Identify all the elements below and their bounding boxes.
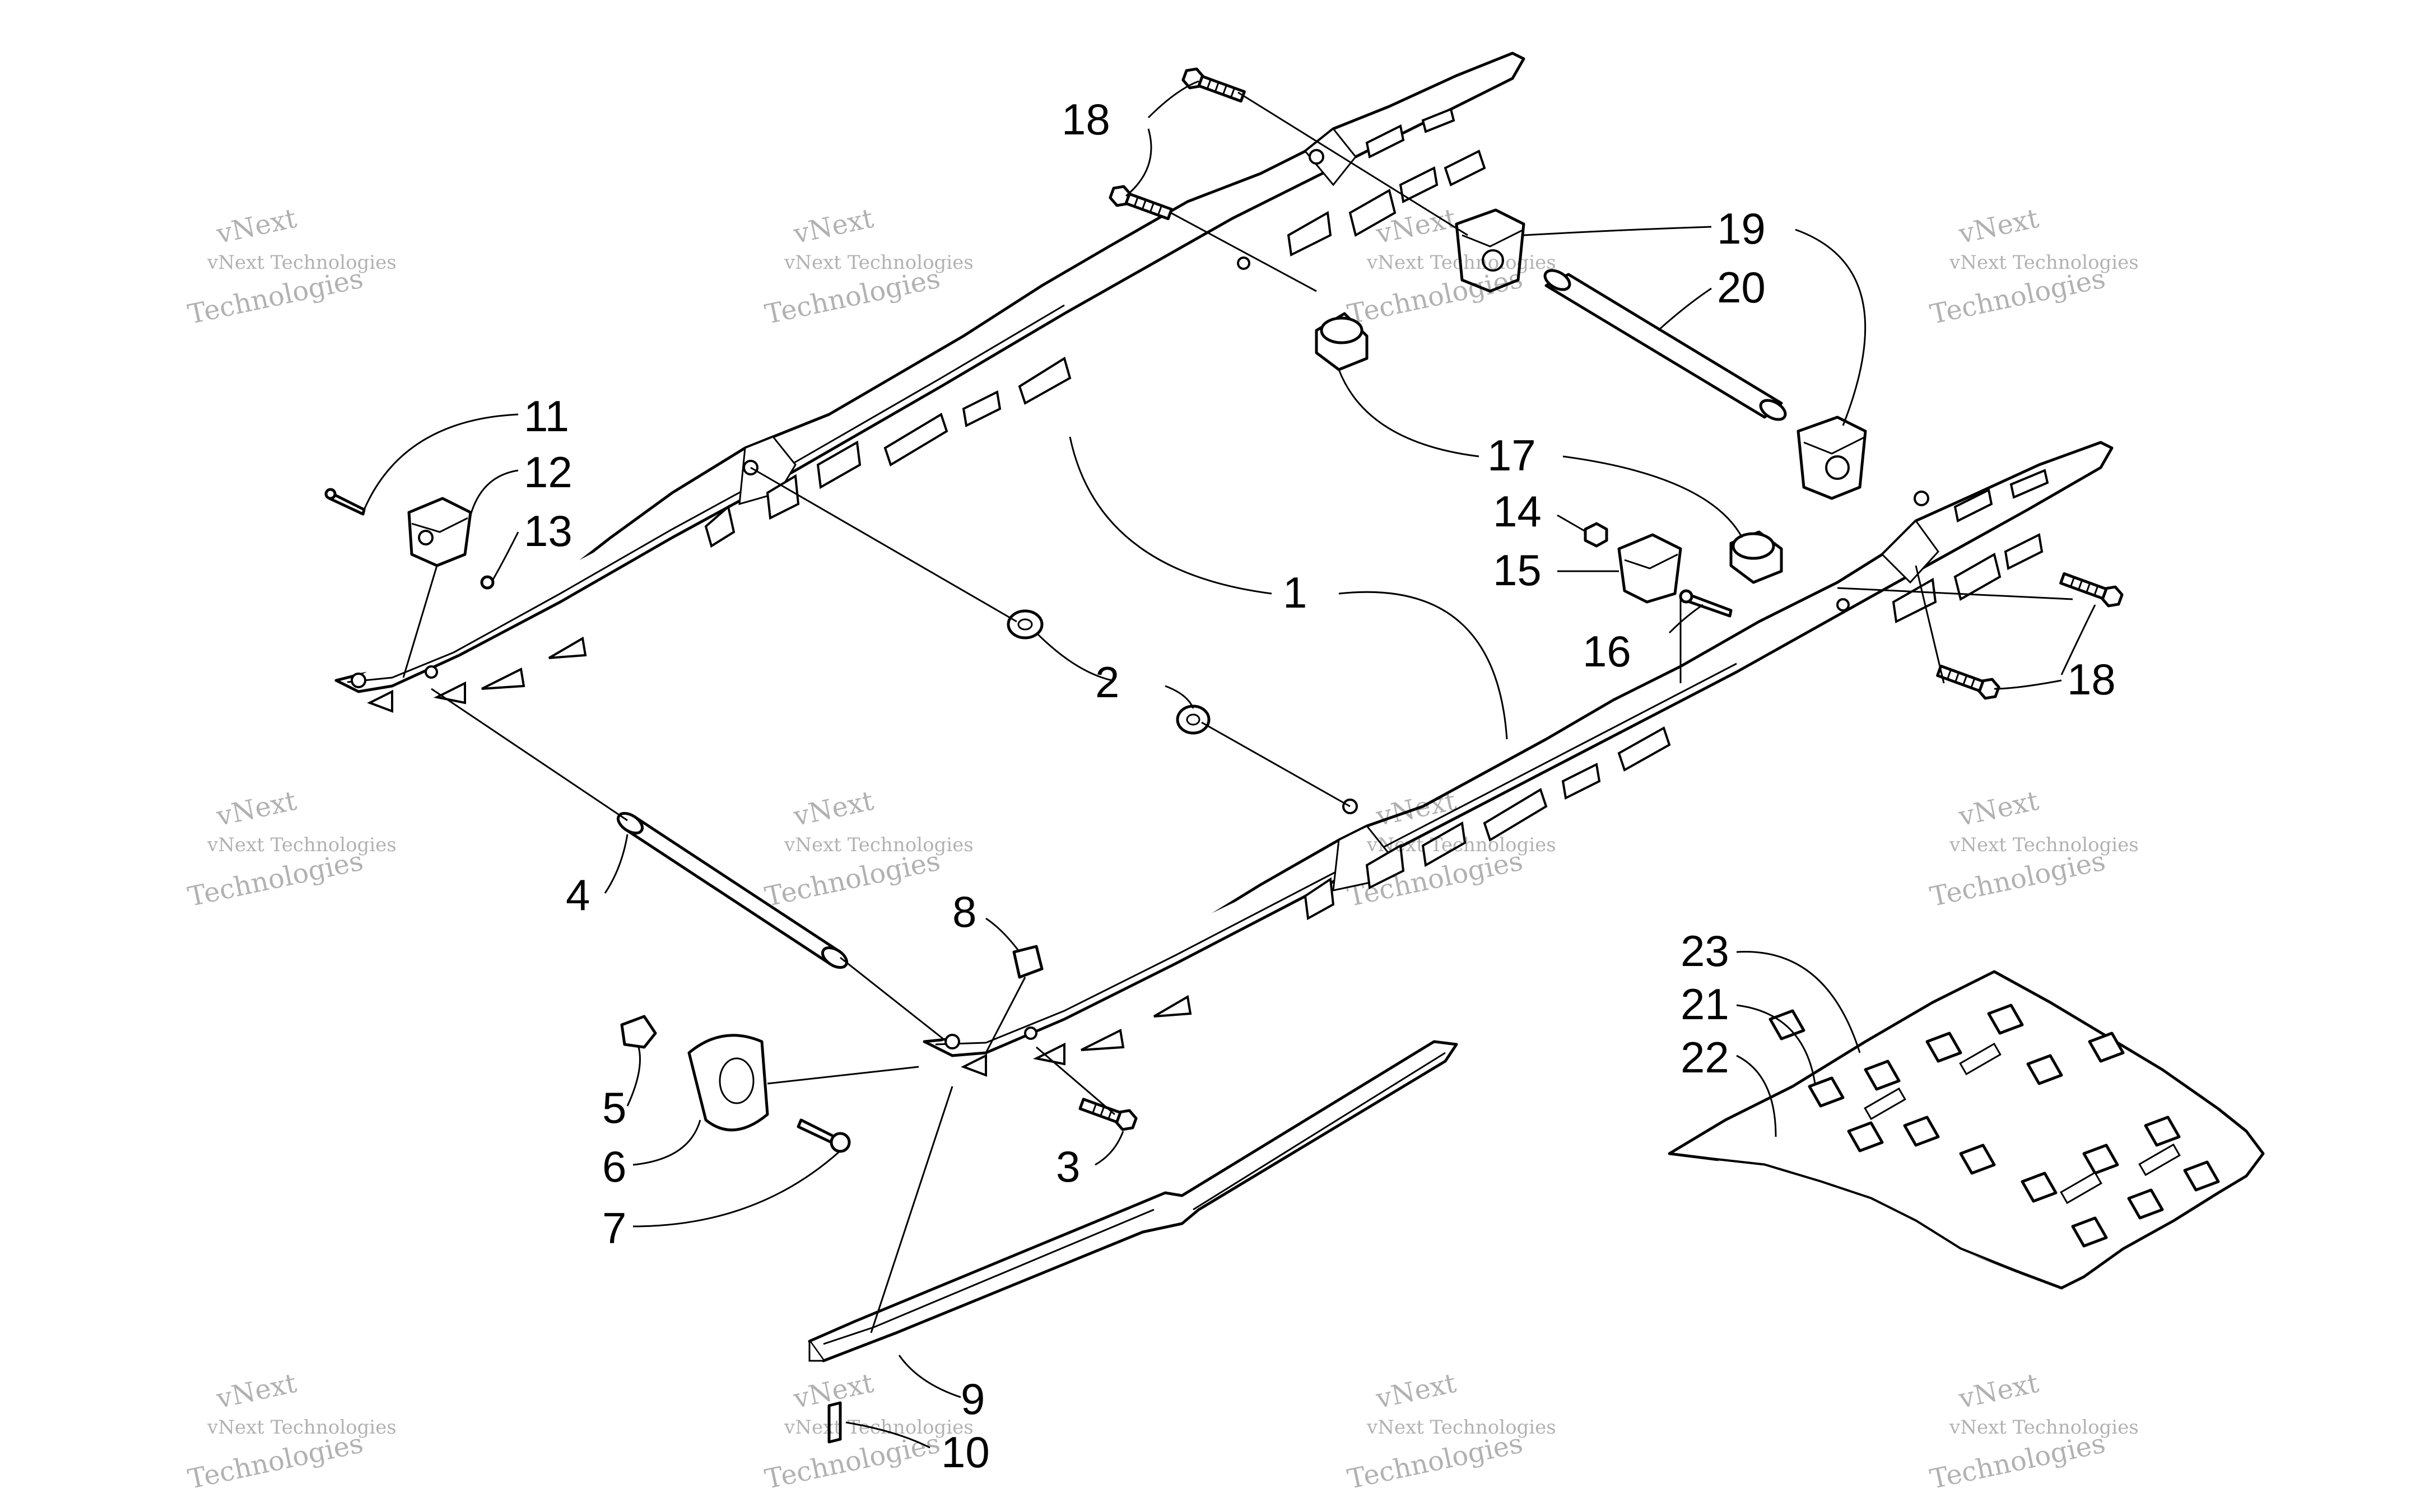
callout-1: 1	[1283, 568, 1307, 617]
track-lugs	[1769, 1004, 2220, 1248]
watermark-text: vNext Technologies	[784, 251, 974, 274]
callout-22: 22	[1681, 1033, 1729, 1082]
callout-11: 11	[524, 391, 569, 441]
leader-lines	[363, 80, 2096, 1449]
part-nut-14	[1584, 522, 1608, 548]
callout-3: 3	[1056, 1142, 1080, 1191]
callout-10: 10	[941, 1427, 990, 1477]
part-track-21-22-23	[1668, 970, 2265, 1290]
watermark-vnext: vNext	[1956, 785, 2041, 833]
part-block-19b	[1797, 416, 1867, 500]
part-washers-2	[1007, 609, 1211, 735]
part-bolt-7	[797, 1118, 851, 1153]
part-shaft-20	[1543, 269, 1787, 421]
watermark-text: vNext Technologies	[1366, 834, 1556, 856]
part-slide-9	[808, 1040, 1458, 1362]
callout-14: 14	[1493, 487, 1542, 536]
track-clips	[1864, 1042, 2181, 1205]
callout-5: 5	[602, 1083, 626, 1132]
part-nut-8	[1012, 945, 1044, 979]
part-block-12	[407, 497, 472, 567]
watermark-text: vNext Technologies	[207, 834, 397, 856]
part-block-15	[1617, 533, 1682, 604]
callout-20: 20	[1717, 263, 1766, 312]
watermark-text: vNext Technologies	[784, 834, 974, 856]
callout-16: 16	[1583, 627, 1631, 676]
callout-18-right: 18	[2067, 655, 2116, 704]
watermark-vnext: vNext	[790, 203, 876, 250]
callout-23: 23	[1681, 926, 1729, 976]
left-rail-cutouts	[351, 108, 1486, 713]
callout-15: 15	[1493, 545, 1542, 595]
callout-8: 8	[952, 887, 976, 936]
part-shaft-4	[616, 811, 849, 969]
watermark-vnext: vNext	[213, 1368, 299, 1415]
left-rail	[334, 52, 1525, 713]
watermark-text: vNext Technologies	[207, 1416, 397, 1439]
watermark-text: vNext Technologies	[1366, 251, 1556, 274]
callout-17: 17	[1487, 431, 1536, 480]
watermark-text: vNext Technologies	[1949, 251, 2139, 274]
part-spacer-17b	[1729, 530, 1783, 584]
part-screw-10	[827, 1401, 842, 1444]
callout-19: 19	[1717, 204, 1766, 253]
watermark-text: vNext Technologies	[207, 251, 397, 274]
watermark-vnext: vNext	[213, 203, 299, 250]
callout-2: 2	[1095, 657, 1119, 707]
watermark-vnext: vNext	[1373, 1368, 1459, 1415]
watermark-text: vNext Technologies	[784, 1416, 974, 1439]
watermark-vnext: vNext	[790, 785, 876, 833]
callout-13: 13	[524, 506, 573, 556]
watermark-vnext: vNext	[1956, 203, 2041, 250]
part-screw-16	[1679, 589, 1733, 618]
watermark-text: vNext Technologies	[1949, 834, 2139, 856]
right-rail	[923, 441, 2114, 1077]
part-bolt-11	[324, 488, 366, 516]
callout-9: 9	[961, 1374, 985, 1424]
watermark-vnext: vNext	[1956, 1368, 2041, 1415]
part-wheel-6	[687, 1034, 769, 1132]
part-bolts-18	[1109, 67, 2124, 700]
watermark-text: vNext Technologies	[1949, 1416, 2139, 1439]
part-nut-13	[480, 575, 495, 590]
callout-6: 6	[602, 1142, 626, 1191]
callout-labels: 1 2 3 4 5 6 7 8 9 10 11 12 13 14 15 16 1…	[524, 95, 2116, 1477]
callout-7: 7	[602, 1203, 626, 1253]
watermark-text: vNext Technologies	[1366, 1416, 1556, 1439]
callout-4: 4	[566, 870, 590, 920]
callout-12: 12	[524, 447, 573, 497]
part-nut-5	[620, 1015, 657, 1049]
callout-21: 21	[1681, 979, 1729, 1029]
watermark-vnext: vNext	[213, 785, 299, 833]
part-block-19a	[1455, 208, 1525, 293]
part-spacer-17a	[1315, 312, 1369, 371]
right-rail-cutouts	[944, 469, 2049, 1077]
part-bolt-3	[1078, 1098, 1138, 1131]
callout-18-top: 18	[1062, 95, 1110, 144]
